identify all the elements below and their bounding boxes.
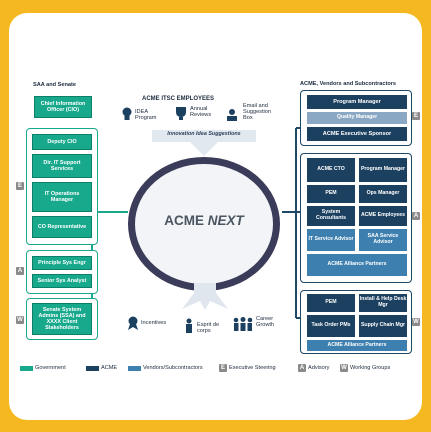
system-consultants-box: System Consultants <box>307 206 355 226</box>
legend-working-tag: W <box>340 364 348 372</box>
incentives-label: Incentives <box>141 320 167 326</box>
co-rep-box: CO Representative <box>32 216 92 238</box>
ops-manager-box: Ops Manager <box>359 185 407 203</box>
hub-label: ACME NEXT <box>135 213 273 228</box>
legend-exec: Executive Steering <box>229 365 276 371</box>
supply-chain-box: Supply Chain Mgr <box>359 315 407 337</box>
right-title: ACME, Vendors and Subcontractors <box>300 81 397 87</box>
idea-label: IDEA Program <box>135 109 157 122</box>
innovation-label: Innovation Idea Suggestions <box>167 131 241 137</box>
pem-2-box: PEM <box>307 294 355 312</box>
reviews-label: Annual Reviews <box>190 106 212 119</box>
email-label: Email and Suggestion Box <box>243 103 271 122</box>
alliance-partners-2-box: ACME Alliance Partners <box>307 340 407 351</box>
award-icon <box>128 316 138 330</box>
legend-advisory-tag: A <box>298 364 306 372</box>
dir-it-box: Dir. IT Support Services <box>32 154 92 178</box>
legend-acme-swatch <box>86 366 99 371</box>
arrow-spread-icon <box>182 283 228 310</box>
team-icon <box>186 318 192 333</box>
legend-government-swatch <box>20 366 33 371</box>
acme-employees-box: ACME Employees <box>359 206 407 226</box>
pem-box: PEM <box>307 185 355 203</box>
working-tag: W <box>16 316 24 324</box>
deputy-cio-box: Deputy CIO <box>32 134 92 150</box>
career-label: Career Growth <box>256 316 275 329</box>
hub-label-italic: NEXT <box>207 213 244 228</box>
trophy-icon <box>176 107 186 120</box>
right-advisory-tag: A <box>412 212 420 220</box>
hub-inner <box>135 164 273 284</box>
principle-box: Principle Sys Engr <box>32 256 92 270</box>
legend-exec-tag: E <box>219 364 227 372</box>
install-helpdesk-box: Install & Help Desk Mgr <box>359 294 407 312</box>
cio-box: Chief Information Officer (CIO) <box>34 96 92 118</box>
legend-advisory: Advisory <box>308 365 330 371</box>
legend-vendors-swatch <box>128 366 141 371</box>
lightbulb-icon <box>122 107 132 120</box>
admins-box: Senate System Admins (SSA) and XXXX Clie… <box>32 303 92 335</box>
task-order-box: Task Order PMs <box>307 315 355 337</box>
right-working-tag: W <box>412 318 420 326</box>
quality-manager-box: Quality Manager <box>307 112 407 124</box>
exec-sponsor-box: ACME Executive Sponsor <box>307 127 407 141</box>
program-manager-box: Program Manager <box>307 95 407 109</box>
legend-government: Government <box>35 365 66 371</box>
person-mail-icon <box>227 109 237 121</box>
left-title: SAA and Senate <box>33 82 76 88</box>
arrow-down-icon <box>152 130 256 156</box>
legend-working: Working Groups <box>350 365 391 371</box>
esprit-label: Esprit de corps <box>197 322 220 335</box>
cto-box: ACME CTO <box>307 158 355 182</box>
it-service-advisor-box: IT Service Advisor <box>307 229 355 251</box>
people-group-icon <box>233 317 253 331</box>
right-exec-tag: E <box>412 112 420 120</box>
legend-acme: ACME <box>101 365 118 371</box>
it-ops-box: IT Operations Manager <box>32 182 92 212</box>
alliance-partners-box: ACME Alliance Partners <box>307 254 407 276</box>
hub-label-plain: ACME <box>164 213 208 228</box>
program-manager-2-box: Program Manager <box>359 158 407 182</box>
legend-vendors: Vendors/Subcontractors <box>143 365 203 371</box>
center-title: ACME ITSC EMPLOYEES <box>142 96 215 102</box>
advisory-tag: A <box>16 267 24 275</box>
saa-service-advisor-box: SAA Service Advisor <box>359 229 407 251</box>
exec-steering-tag: E <box>16 182 24 190</box>
senior-box: Senior Sys Analyst <box>32 274 92 288</box>
